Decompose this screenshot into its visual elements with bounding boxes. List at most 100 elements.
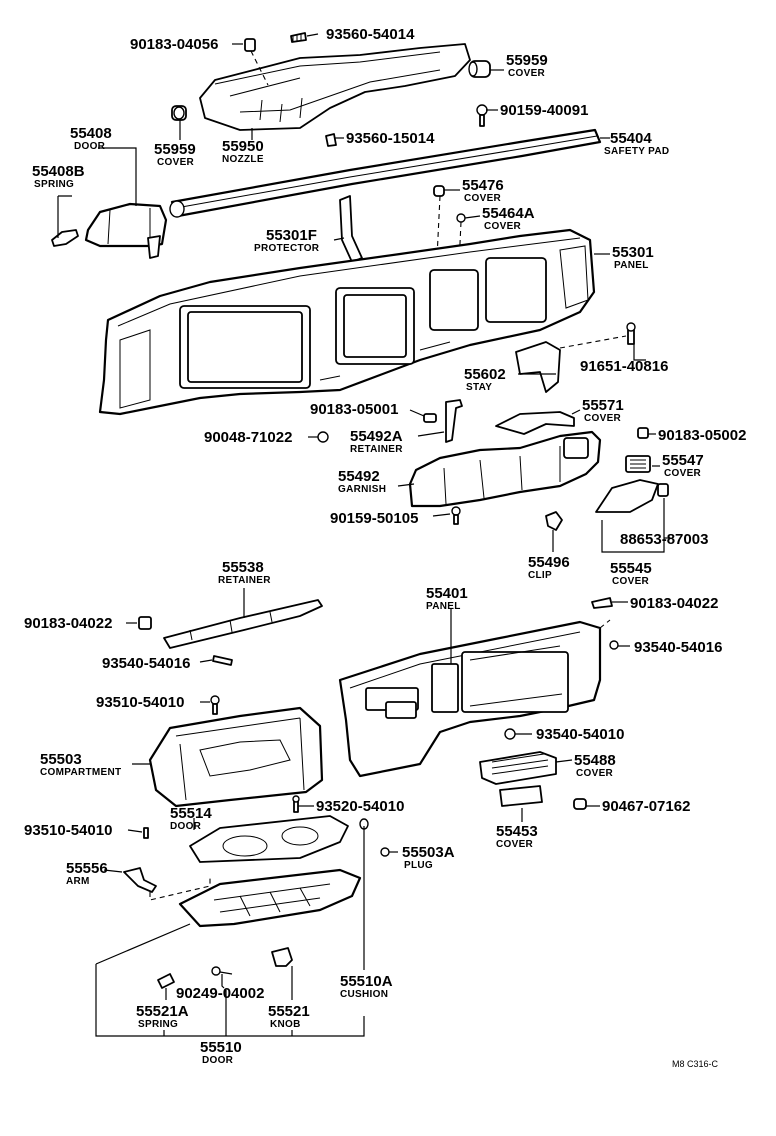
label-93540-54016-right: 93540-54016 [634, 639, 722, 656]
label-55453: 55453 [496, 823, 538, 840]
label-55408-sub: DOOR [74, 141, 106, 152]
part-90183-05002 [637, 427, 649, 439]
label-90159-50105: 90159-50105 [330, 510, 418, 527]
label-55496: 55496 [528, 554, 570, 571]
label-90183-04022-right: 90183-04022 [630, 595, 718, 612]
label-55538: 55538 [222, 559, 264, 576]
part-screw-93540-54010 [504, 728, 516, 740]
part-cover-55488 [479, 751, 557, 785]
part-screw-93540-54016-right [609, 640, 619, 650]
label-55950-sub: NOZZLE [222, 154, 264, 165]
label-55496-sub: CLIP [528, 570, 552, 581]
label-90183-05002: 90183-05002 [658, 427, 746, 444]
part-spring-55408B [51, 195, 79, 247]
part-safety-pad-55404 [169, 128, 602, 218]
part-cover-55547 [625, 455, 651, 473]
label-55301-sub: PANEL [614, 260, 649, 271]
part-screw-93540-54016-left [212, 655, 233, 666]
label-55571: 55571 [582, 397, 624, 414]
label-55521A: 55521A [136, 1003, 189, 1020]
label-55510-sub: DOOR [202, 1055, 234, 1066]
part-clip-90183-04056 [244, 38, 269, 86]
part-cover-55476 [433, 185, 445, 197]
label-93520-54010: 93520-54010 [316, 798, 404, 815]
label-55404: 55404 [610, 130, 652, 147]
label-55959-right-sub: COVER [508, 68, 546, 79]
label-55602: 55602 [464, 366, 506, 383]
label-55521-sub: KNOB [270, 1019, 301, 1030]
label-91651-40816: 91651-40816 [580, 358, 668, 375]
label-55556-sub: ARM [66, 876, 90, 887]
label-55538-sub: RETAINER [218, 575, 271, 586]
part-protector-55301F [339, 195, 363, 263]
label-90183-04056: 90183-04056 [130, 36, 218, 53]
label-55950: 55950 [222, 138, 264, 155]
part-90183-04022-left [138, 616, 152, 630]
part-knob-55521 [271, 947, 293, 967]
label-93540-54016-left: 93540-54016 [102, 655, 190, 672]
label-55401: 55401 [426, 585, 468, 602]
label-55521: 55521 [268, 1003, 310, 1020]
label-55301F: 55301F [266, 227, 317, 244]
part-door-55408 [84, 202, 168, 259]
label-93540-54010: 93540-54010 [536, 726, 624, 743]
label-55492-sub: GARNISH [338, 484, 386, 495]
part-90183-05001 [423, 413, 437, 423]
part-nozzle-55950 [199, 43, 471, 131]
callout-labels: 90183-04056 93560-54014 55959 COVER 9015… [24, 26, 746, 1069]
label-55545: 55545 [610, 560, 652, 577]
label-88653-87003: 88653-87003 [620, 531, 708, 548]
label-55556: 55556 [66, 860, 108, 877]
label-93560-54014: 93560-54014 [326, 26, 415, 43]
label-55401-sub: PANEL [426, 601, 461, 612]
label-55547-sub: COVER [664, 468, 702, 479]
part-door-55514 [189, 815, 349, 863]
label-55514-sub: DOOR [170, 821, 202, 832]
label-55510A: 55510A [340, 973, 393, 990]
part-screw-93560-15014 [325, 133, 337, 147]
label-55464A: 55464A [482, 205, 535, 222]
label-55464A-sub: COVER [484, 221, 522, 232]
label-90159-40091: 90159-40091 [500, 102, 588, 119]
label-93560-15014: 93560-15014 [346, 130, 435, 147]
part-cover-55571 [495, 411, 575, 435]
part-spring-55521A [157, 973, 175, 989]
part-cover-55959-right [468, 60, 491, 78]
label-55545-sub: COVER [612, 576, 650, 587]
label-55476-sub: COVER [464, 193, 502, 204]
part-door-55510 [178, 868, 362, 928]
label-55408: 55408 [70, 125, 112, 142]
part-panel-55401 [338, 619, 611, 778]
label-90183-05001: 90183-05001 [310, 401, 398, 418]
label-90249-04002: 90249-04002 [176, 985, 264, 1002]
label-90467-07162: 90467-07162 [602, 798, 690, 815]
label-55959-left-sub: COVER [157, 157, 195, 168]
part-cover-55545 [595, 479, 669, 553]
part-garnish-55492 [408, 430, 602, 508]
label-55408B-sub: SPRING [34, 179, 74, 190]
label-55959-right: 55959 [506, 52, 548, 69]
label-55503: 55503 [40, 751, 82, 768]
label-55301F-sub: PROTECTOR [254, 243, 320, 254]
part-screw-93510-54010-bottom [143, 827, 149, 839]
part-screw-90159-50105 [451, 506, 461, 525]
label-55488-sub: COVER [576, 768, 614, 779]
part-panel-55301 [98, 228, 596, 416]
label-55476: 55476 [462, 177, 504, 194]
label-55301: 55301 [612, 244, 654, 261]
label-90183-04022-left: 90183-04022 [24, 615, 112, 632]
part-screw-90159-40091 [476, 104, 488, 127]
label-55492A-sub: RETAINER [350, 444, 403, 455]
label-55408B: 55408B [32, 163, 85, 180]
leader-lines [95, 33, 670, 1037]
part-90183-04022-right [591, 597, 613, 609]
label-55571-sub: COVER [584, 413, 622, 424]
label-55488: 55488 [574, 752, 616, 769]
label-55602-sub: STAY [466, 382, 492, 393]
part-cover-55453 [499, 785, 543, 807]
part-retainer-55492A [445, 399, 463, 443]
part-screw-93560-54014 [290, 32, 307, 43]
part-screw-93510-54010-top [210, 695, 220, 715]
